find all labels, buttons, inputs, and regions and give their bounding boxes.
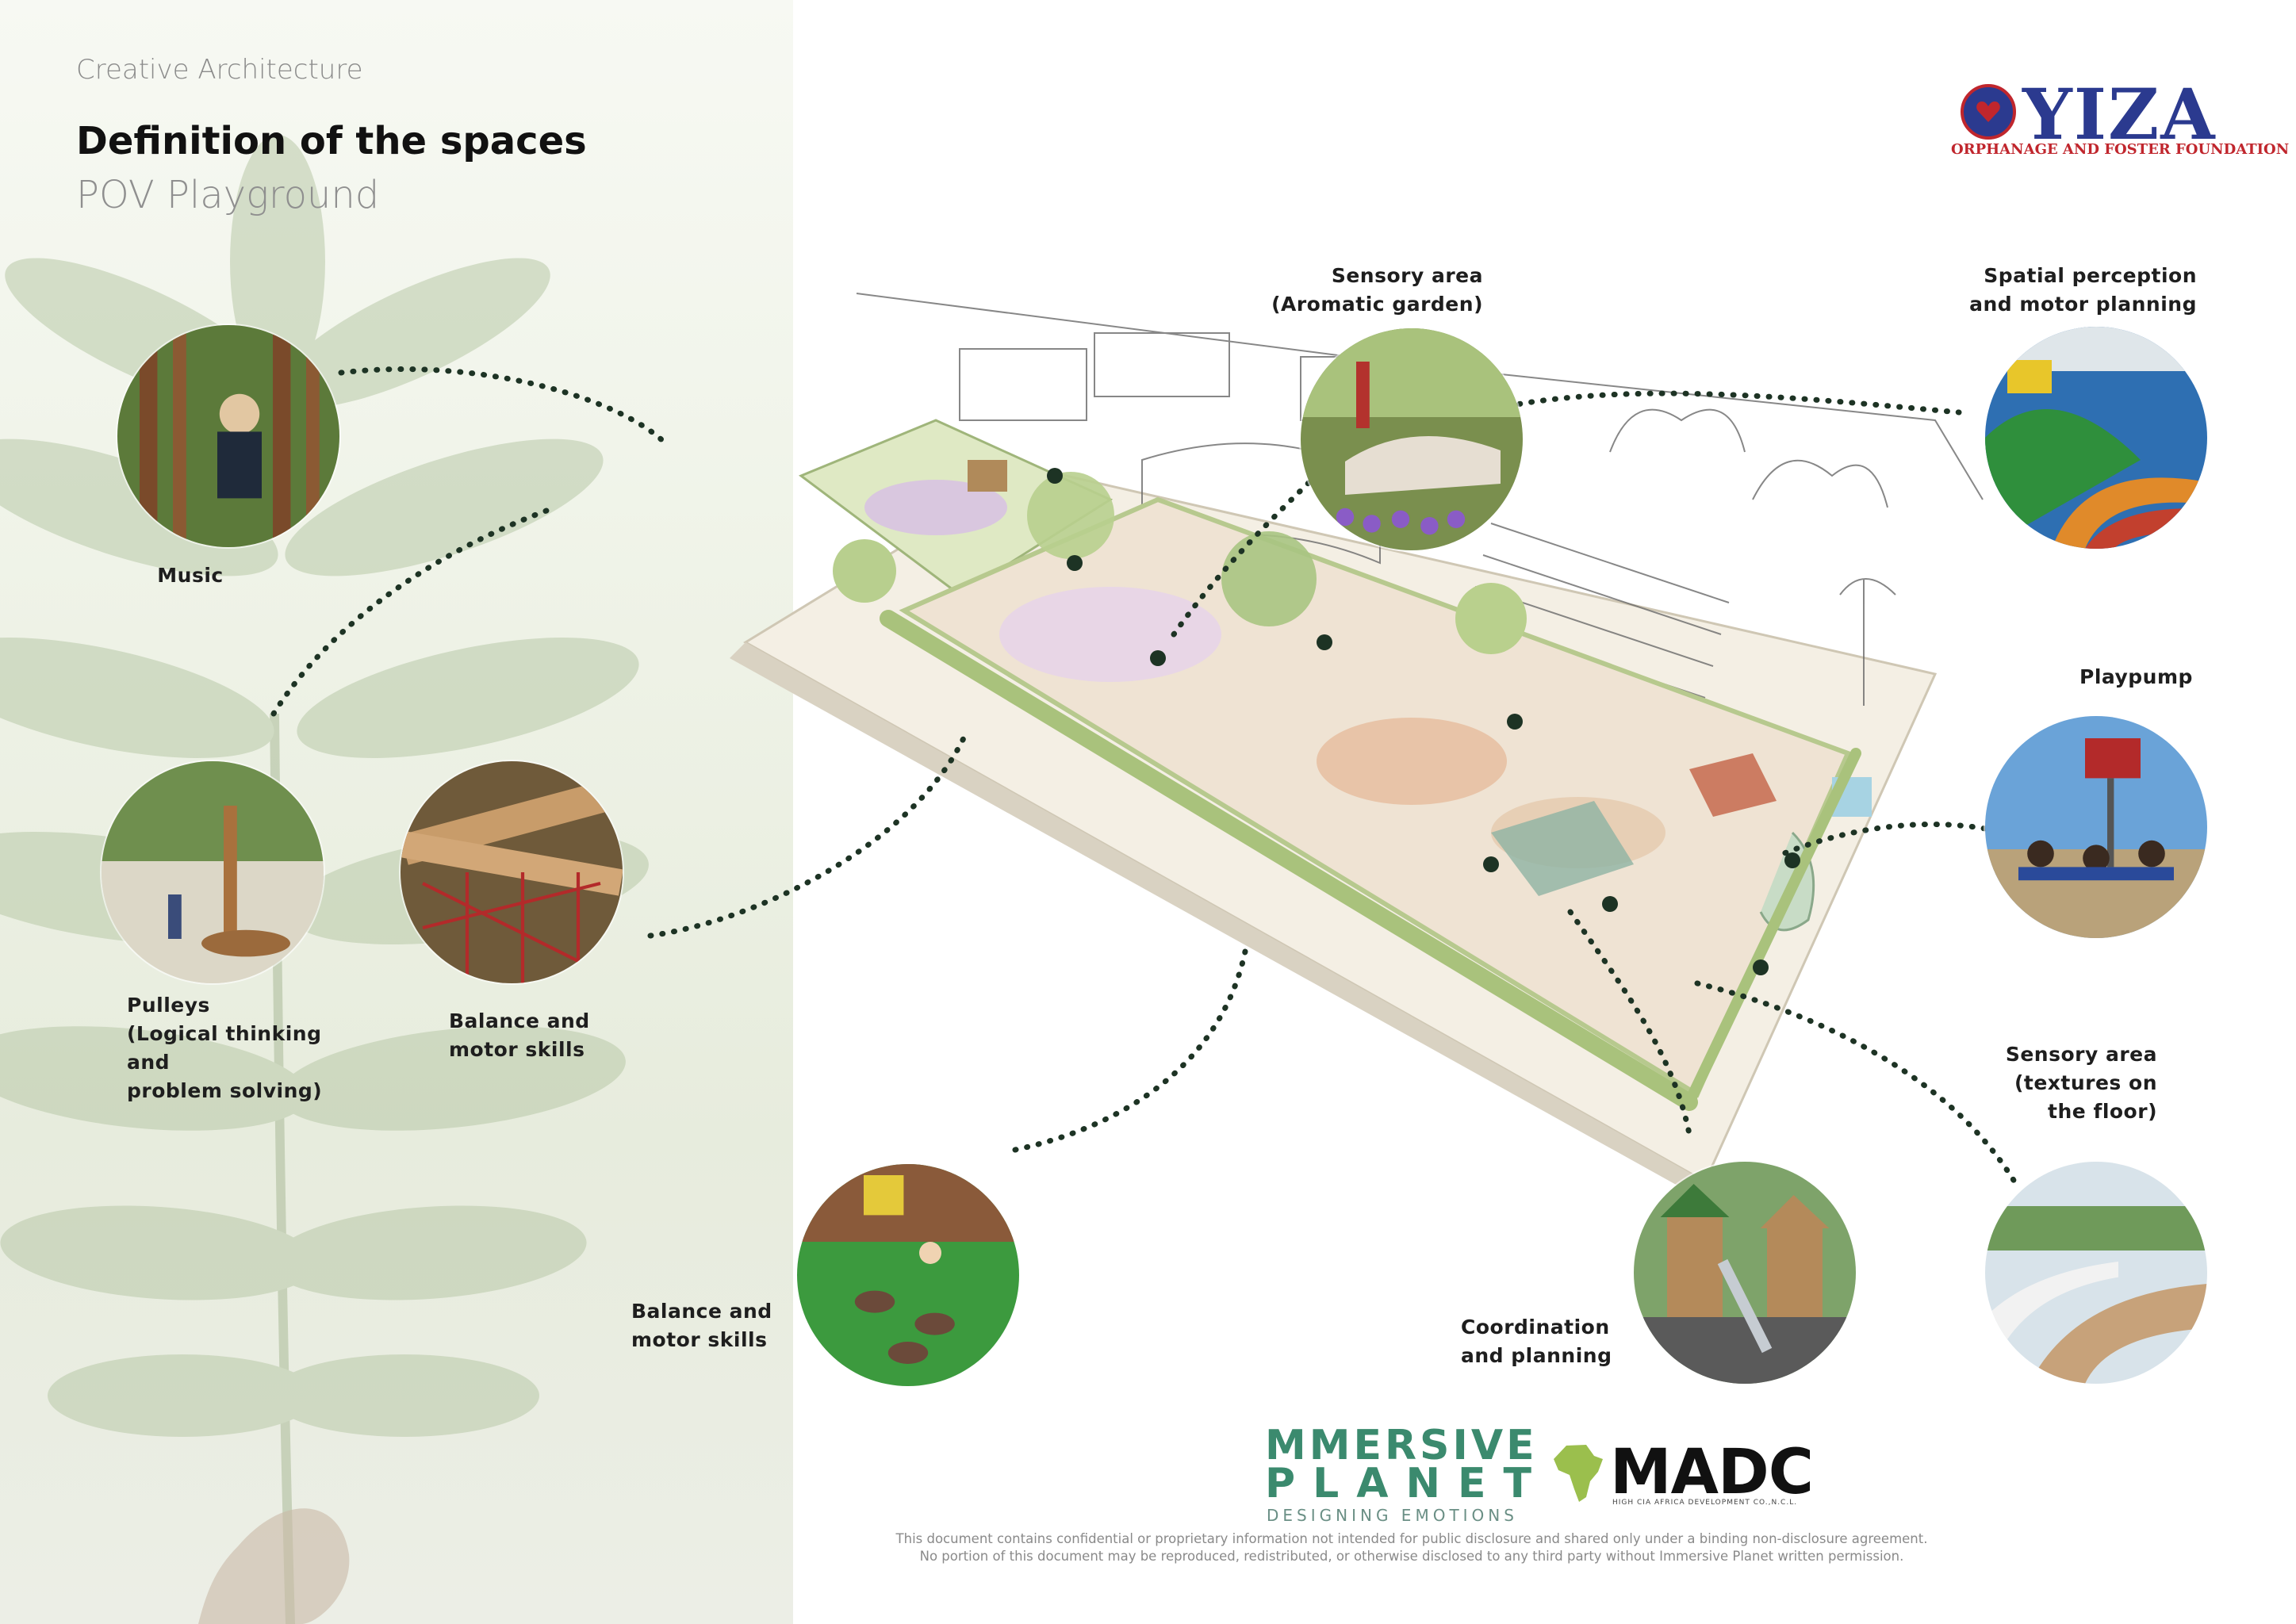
- page-subtitle: POV Playground: [76, 173, 380, 217]
- madc-logo: MADC HIGH CIA AFRICA DEVELOPMENT CO.,N.C…: [1550, 1437, 1814, 1521]
- confidentiality-disclaimer: This document contains confidential or p…: [895, 1531, 1928, 1564]
- music-photo: [117, 325, 339, 547]
- aromatic-garden-photo: [1301, 328, 1523, 550]
- page-title: Definition of the spaces: [76, 119, 587, 163]
- pulleys-label: Pulleys (Logical thinking and problem so…: [127, 994, 323, 1102]
- sensory-aromatic-label: Sensory area (Aromatic garden): [1271, 264, 1483, 316]
- balance-bottom-label: Balance and motor skills: [631, 1300, 772, 1351]
- madc-tagline: HIGH CIA AFRICA DEVELOPMENT CO.,N.C.L.: [1612, 1499, 1798, 1507]
- immersive-tagline: DESIGNING EMOTIONS: [1267, 1506, 1518, 1525]
- africa-map-icon: [1554, 1445, 1603, 1502]
- balance-left-label: Balance and motor skills: [449, 1009, 590, 1061]
- yiza-logo: YIZA ORPHANAGE AND FOSTER FOUNDATION: [1951, 73, 2290, 162]
- playpump-photo: [1985, 716, 2207, 938]
- hand-shape: [198, 1508, 350, 1624]
- yiza-tagline: ORPHANAGE AND FOSTER FOUNDATION: [1951, 141, 2290, 158]
- madc-wordmark: MADC: [1610, 1437, 1814, 1508]
- coordination-photo: [1634, 1162, 1856, 1384]
- music-label: Music: [157, 564, 224, 587]
- spatial-label: Spatial perception and motor planning: [1969, 264, 2197, 316]
- balance-net-photo: [401, 761, 623, 983]
- yiza-wordmark: YIZA: [2022, 73, 2217, 155]
- playpump-label: Playpump: [2079, 665, 2193, 688]
- pulleys-photo: [102, 761, 324, 983]
- immersive-wordmark-line1: MMERSIVE: [1265, 1422, 1538, 1469]
- playground-sketch: [730, 293, 1984, 1205]
- immersive-planet-logo: MMERSIVE PLANET DESIGNING EMOTIONS: [1265, 1423, 1535, 1525]
- sensory-textures-label: Sensory area (textures on the floor): [2005, 1043, 2157, 1123]
- section-kicker: Creative Architecture: [76, 54, 363, 86]
- balance-stepping-photo: [797, 1164, 1019, 1386]
- heart-icon: [1976, 102, 2000, 122]
- coordination-label: Coordination and planning: [1461, 1316, 1612, 1367]
- immersive-wordmark-line2: PLANET: [1265, 1460, 1550, 1507]
- spatial-perception-photo: [1985, 327, 2207, 549]
- textures-floor-photo: [1985, 1162, 2207, 1384]
